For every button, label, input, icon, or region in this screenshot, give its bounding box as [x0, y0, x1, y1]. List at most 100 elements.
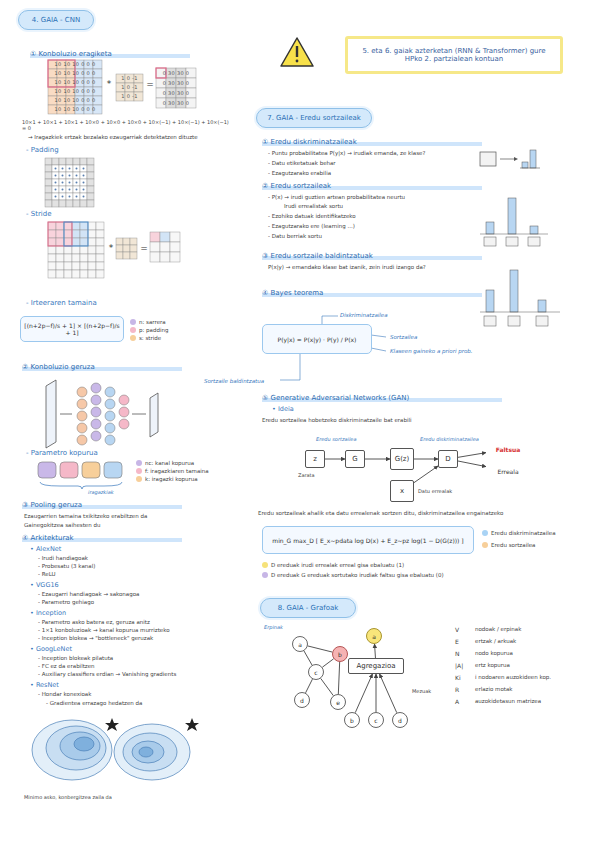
label-holder: • Ideia: [272, 406, 332, 414]
padding-grid-cell: [80, 158, 87, 165]
grid-dot: [69, 175, 71, 177]
stride-grid-cell: [80, 246, 88, 254]
grid-dot: [62, 168, 64, 170]
label-holder: Eredu diskriminatzailea: [420, 436, 510, 442]
label-holder: • ResNet: [30, 682, 150, 690]
formula-box: [(n+2p−f)/s + 1] × [(n+2p−f)/s + 1]: [20, 316, 124, 342]
padding-grid-cell: [73, 186, 80, 193]
label-holder: V: [455, 626, 473, 633]
section-heading: ③ Eredu sortzaile baldintzatuak: [262, 252, 373, 260]
label-holder: ertz kopurua: [475, 662, 590, 669]
grid-number: 10 10 10 0 0 0: [55, 97, 96, 103]
note-text: - ReLU: [38, 571, 56, 577]
note-text: Gainegokitzea saihesten du: [24, 522, 100, 528]
window-highlight: [64, 222, 88, 246]
grid-number: 1 0 -1: [121, 84, 137, 90]
stride-grid-cell: [96, 246, 104, 254]
grid-dot: [69, 196, 71, 198]
label-holder: ③ Pooling geruza: [22, 501, 182, 509]
stride-grid-cell: [48, 222, 56, 230]
padding-grid-cell: [52, 165, 59, 172]
note-text: - Irudi handiagoak: [38, 555, 88, 561]
padding-grid-cell: [80, 172, 87, 179]
padding-grid-cell: [59, 165, 66, 172]
label-holder: 10 10 10 0 0 0: [48, 79, 102, 85]
label-holder: *: [104, 79, 114, 90]
filter-grid-cell: [116, 245, 123, 252]
note-text: i nodoaren auzokideen kop.: [475, 674, 551, 680]
filter-grid-cell: [130, 245, 137, 252]
padding-grid-cell: [87, 172, 94, 179]
stride-grid-cell: [80, 230, 88, 238]
label-holder: - Hondar konexioak: [38, 691, 228, 698]
label-holder: nodo kopurua: [475, 650, 590, 657]
node-text: D: [445, 455, 450, 463]
legend-text: D ereduak G ereduak sortutako irudiak fa…: [271, 572, 444, 579]
output-grid-cell: [150, 232, 160, 242]
stride-grid-cell: [64, 262, 72, 270]
label-holder: 10 10 10 0 0 0: [48, 88, 102, 94]
grid-dot: [76, 182, 78, 184]
image-icon: [480, 152, 496, 166]
output-grid-cell: [160, 252, 170, 262]
label-holder: • Inception: [30, 610, 150, 618]
label-holder: Mezuak: [412, 688, 452, 694]
label-holder: Minimo asko, konbergitzea zaila da: [24, 794, 174, 800]
legend-swatch: [136, 476, 142, 482]
padding-grid-cell: [87, 179, 94, 186]
stride-grid-cell: [88, 238, 96, 246]
note-text: A: [455, 698, 459, 705]
note-text: 10×1 + 10×1 + 10×1 + 10×0 + 10×0 + 10×0 …: [22, 119, 229, 131]
label-holder: - Auxiliary classifiers erdian → Vanishi…: [38, 671, 228, 678]
output-grid-cell: [160, 232, 170, 242]
output-grid-cell: [170, 242, 180, 252]
section-heading: ① Eredu diskriminatzaileak: [262, 138, 357, 146]
formula-box: P(y|x) = P(x|y) · P(y) / P(x): [262, 324, 372, 354]
legend-swatch: [136, 460, 142, 466]
graph-node: d: [294, 692, 310, 708]
note-text: ertzak / arkuak: [475, 638, 516, 644]
note-text: Mezuak: [412, 688, 431, 694]
filter-grid-cell: [130, 252, 137, 259]
connector: [458, 461, 486, 467]
neurons: [77, 383, 129, 445]
label-holder: 0 30 30 0: [156, 100, 196, 106]
grid-number: 10 10 10 0 0 0: [55, 88, 96, 94]
legend-row: Eredu sortzailea: [482, 542, 535, 549]
padding-grid-cell: [59, 172, 66, 179]
padding-grid-cell: [66, 200, 73, 207]
label-holder: - Ezohiko datuak identifikatzeko: [268, 213, 473, 220]
output-volume: [150, 393, 158, 437]
annotation: Sortzaile baldintzatua: [204, 378, 264, 384]
arrow-line: [500, 159, 514, 160]
label-holder: - Padding: [26, 146, 116, 154]
label-holder: - Gradientea errazago hedatzen da: [46, 700, 226, 707]
label-holder: Ezaugarrien tamaina txikitzeko erabiltze…: [24, 513, 234, 520]
warning-mark: [296, 46, 298, 57]
padding-grid-cell: [45, 172, 52, 179]
grid-dot: [83, 189, 85, 191]
filter-grid-cell: [123, 245, 130, 252]
stride-grid-cell: [88, 222, 96, 230]
padding-grid-cell: [73, 193, 80, 200]
output-label: Erreala: [486, 465, 530, 477]
section-heading: ③ Pooling geruza: [22, 501, 82, 509]
label-holder: - Stride: [26, 210, 116, 218]
label-holder: - Puntu probabilitatea P(y|x) → irudiak …: [268, 150, 473, 157]
stride-grid-cell: [72, 262, 80, 270]
grid-number: 0 30 30 0: [163, 80, 190, 86]
label-holder: - Inception blokeak pilatuta: [38, 655, 228, 662]
note-text: R: [455, 686, 459, 693]
label-holder: Irudi errealistak sortu: [284, 203, 474, 210]
section-heading: ④ Arkitekturak: [22, 534, 74, 542]
section-heading: ④ Bayes teorema: [262, 289, 323, 297]
node-text: Agregazioa: [356, 662, 395, 670]
stride-grid-cell: [56, 238, 64, 246]
stride-grid-cell: [80, 262, 88, 270]
output-grid-cell: [150, 252, 160, 262]
star: [105, 718, 119, 731]
filter-grid-cell: [116, 252, 123, 259]
legend-row: D ereduak irudi errealak erreal gisa eba…: [262, 562, 404, 569]
graph-node: c: [368, 712, 384, 728]
label-holder: Ki: [455, 674, 473, 681]
